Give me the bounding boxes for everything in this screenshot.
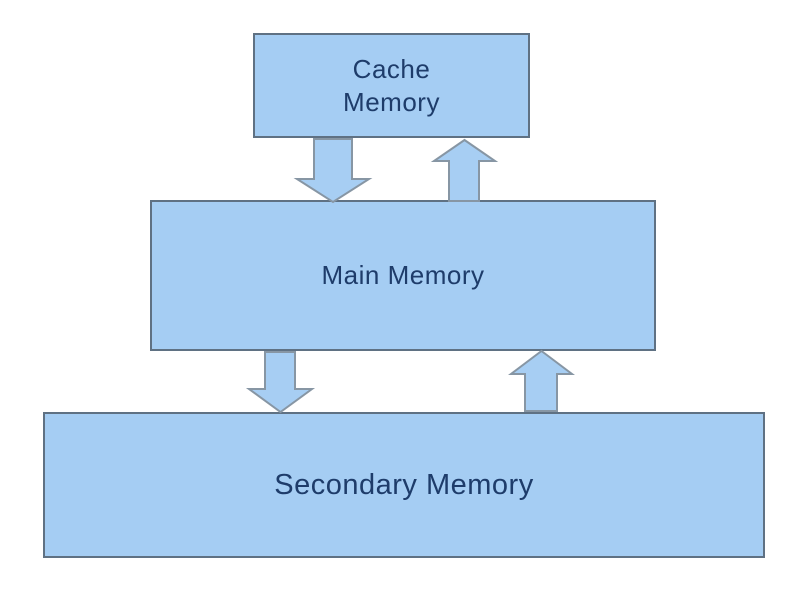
down-arrow-main-to-secondary-icon (245, 351, 316, 414)
up-arrow-main-to-cache-icon (430, 138, 499, 202)
node-main-memory-label: Main Memory (321, 260, 485, 290)
down-arrow-cache-to-main-icon (293, 138, 373, 204)
node-cache-memory: Cache Memory (253, 33, 530, 138)
node-secondary-memory-label: Secondary Memory (274, 468, 534, 501)
node-main-memory: Main Memory (150, 200, 656, 351)
node-secondary-memory: Secondary Memory (43, 412, 765, 558)
up-arrow-secondary-to-main-icon (508, 349, 575, 412)
node-cache-memory-label: Cache Memory (343, 54, 440, 117)
